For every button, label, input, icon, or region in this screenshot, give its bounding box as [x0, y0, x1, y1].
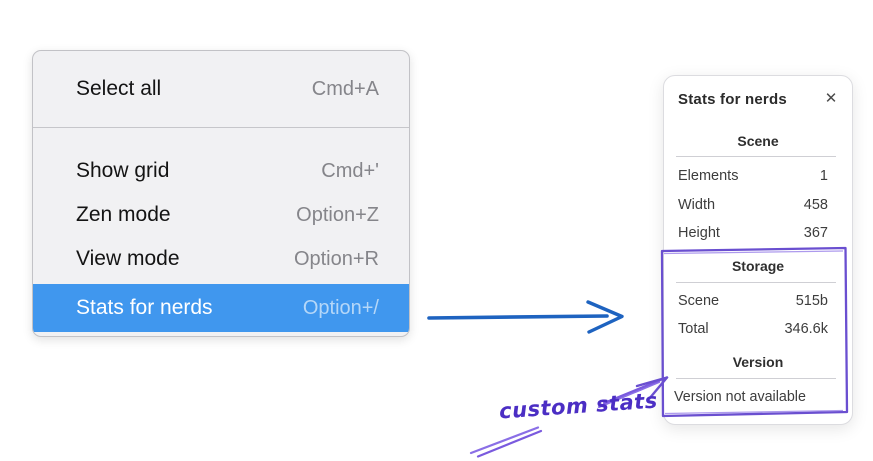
- stat-value: 346.6k: [784, 321, 828, 337]
- menu-separator: [33, 127, 409, 128]
- section-heading-scene: Scene: [737, 133, 779, 149]
- menu-item-label: Select all: [76, 77, 162, 100]
- stat-row-total-storage: Total 346.6k: [678, 321, 828, 337]
- stat-value: 458: [803, 197, 828, 213]
- stat-row-height: Height 367: [678, 225, 828, 241]
- close-icon: ✕: [824, 89, 838, 107]
- arrow-right-icon: [427, 300, 624, 334]
- menu-item-show-grid[interactable]: Show grid Cmd+': [33, 149, 409, 193]
- menu-item-shortcut: Option+/: [302, 296, 379, 319]
- stat-label: Width: [678, 197, 716, 213]
- stat-row-width: Width 458: [678, 197, 828, 213]
- context-menu: Select all Cmd+A Show grid Cmd+' Zen mod…: [32, 50, 410, 337]
- menu-item-shortcut: Option+R: [293, 247, 379, 270]
- stat-label: Height: [678, 225, 720, 241]
- menu-item-shortcut: Option+Z: [296, 203, 379, 226]
- menu-item-shortcut: Cmd+A: [311, 77, 379, 100]
- version-message: Version not available: [674, 389, 806, 405]
- section-divider: [676, 156, 836, 157]
- section-divider: [676, 282, 836, 283]
- section-divider: [676, 378, 836, 379]
- stat-label: Total: [678, 321, 709, 337]
- menu-item-view-mode[interactable]: View mode Option+R: [33, 237, 409, 281]
- close-button[interactable]: ✕: [820, 87, 842, 109]
- stats-panel: Stats for nerds ✕ Scene Elements 1 Width…: [663, 75, 853, 425]
- menu-item-zen-mode[interactable]: Zen mode Option+Z: [33, 193, 409, 237]
- stats-panel-title: Stats for nerds: [678, 91, 787, 108]
- menu-item-select-all[interactable]: Select all Cmd+A: [33, 67, 409, 111]
- menu-item-label: Zen mode: [76, 203, 171, 226]
- stat-label: Elements: [678, 168, 739, 184]
- menu-item-label: View mode: [76, 247, 180, 270]
- stat-value: 1: [819, 168, 828, 184]
- stat-row-scene-storage: Scene 515b: [678, 293, 828, 309]
- menu-item-label: Stats for nerds: [76, 296, 213, 319]
- section-heading-version: Version: [732, 354, 784, 370]
- custom-stats-annotation-label: custom stats: [498, 388, 659, 424]
- menu-item-stats-for-nerds[interactable]: Stats for nerds Option+/: [33, 284, 409, 332]
- menu-item-shortcut: Cmd+': [321, 159, 379, 182]
- stat-row-elements: Elements 1: [678, 168, 828, 184]
- section-heading-storage: Storage: [731, 258, 785, 274]
- stat-value: 367: [803, 225, 828, 241]
- annotation-swoosh-icon: [469, 426, 543, 458]
- stat-label: Scene: [678, 293, 720, 309]
- menu-item-label: Show grid: [76, 159, 170, 182]
- stat-value: 515b: [795, 293, 828, 309]
